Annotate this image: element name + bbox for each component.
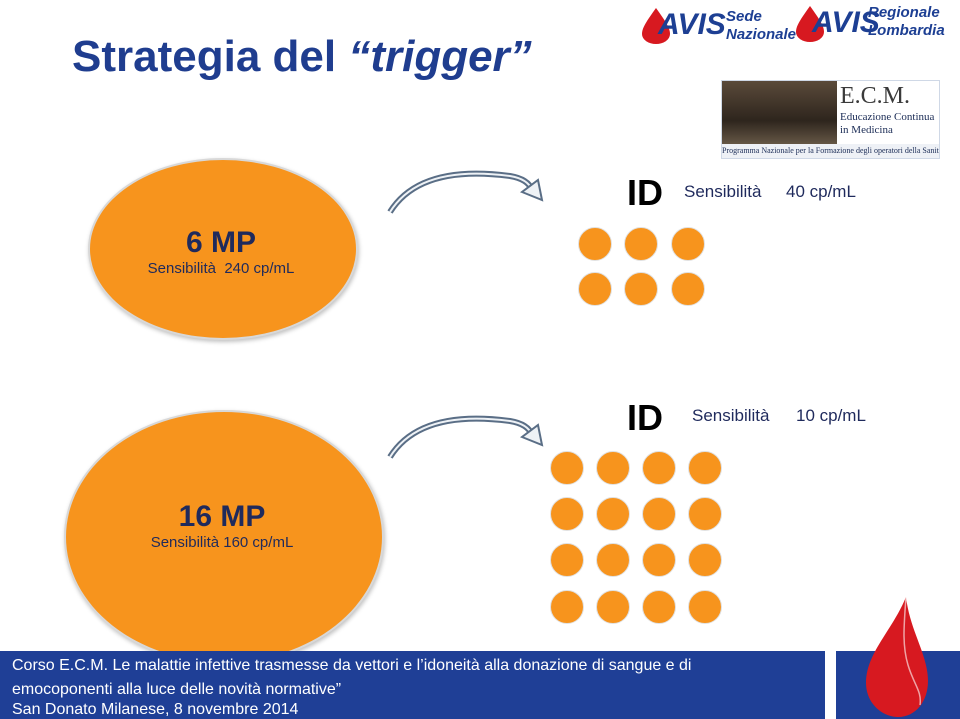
pool-dot	[642, 590, 676, 624]
pool-dot	[624, 227, 658, 261]
footer-line2: emocoponenti alla luce delle novità norm…	[12, 681, 342, 698]
page-title: Strategia del “trigger”	[72, 32, 532, 82]
pool-dot	[688, 497, 722, 531]
pool-dot	[550, 497, 584, 531]
ecm-painting-image	[722, 81, 837, 153]
ecm-logo: E.C.M. Educazione Continua in Medicina P…	[721, 80, 940, 159]
pool-dot	[624, 272, 658, 306]
blood-drop-icon	[866, 596, 928, 717]
ellipse-16mp	[64, 410, 384, 664]
id-top-sensitivity-value: 40 cp/mL	[786, 182, 856, 201]
mp-count: 6 MP	[185, 226, 257, 259]
title-italic: “trigger”	[348, 32, 532, 81]
pool-dot	[596, 590, 630, 624]
pool-dot	[578, 227, 612, 261]
ellipse-6mp-label: 6 MP Sensibilità 240 cp/mL	[88, 226, 354, 277]
id-bottom-sensitivity-label: Sensibilità	[692, 406, 770, 425]
pool-dot	[671, 272, 705, 306]
ecm-subtitle-line1: Educazione Continua	[840, 111, 935, 123]
avis-regionale-line2: Lombardia	[868, 22, 945, 39]
id-top: ID	[627, 172, 663, 213]
avis-regionale-line1: Regionale	[868, 4, 940, 21]
pool-dot	[550, 590, 584, 624]
pool-dot	[596, 451, 630, 485]
avis-brand: AVIS	[812, 6, 880, 39]
blood-drop-logo-icon	[796, 6, 824, 42]
pool-dot	[550, 451, 584, 485]
avis-regionale-lombardia-logo: AVIS Regionale Lombardia	[790, 4, 950, 46]
mp-count: 16 MP	[178, 500, 266, 533]
pool-dot	[550, 543, 584, 577]
curved-arrow-icon	[387, 170, 544, 214]
id-bottom: ID	[627, 397, 663, 438]
pool-dot	[642, 497, 676, 531]
pool-dot	[596, 543, 630, 577]
footer-line3: San Donato Milanese, 8 novembre 2014	[12, 701, 299, 718]
ecm-subtitle: Educazione Continua in Medicina	[840, 111, 936, 137]
footer-bar: Corso E.C.M. Le malattie infettive trasm…	[0, 651, 825, 719]
pool-dot	[578, 272, 612, 306]
avis-sede-line1: Sede	[726, 8, 762, 25]
pool-dot	[688, 590, 722, 624]
ellipse-6mp	[88, 158, 358, 340]
blood-drop-logo-icon	[642, 8, 670, 44]
ecm-subtitle-line2: in Medicina	[840, 124, 893, 136]
ellipse-16mp-label: 16 MP Sensibilità 160 cp/mL	[64, 500, 380, 551]
id-top-sensitivity-label: Sensibilità	[684, 182, 762, 201]
pool-dot	[642, 451, 676, 485]
pool-dot	[688, 451, 722, 485]
id-bottom-sensitivity-value: 10 cp/mL	[796, 406, 866, 425]
avis-sede-line2: Nazionale	[726, 26, 797, 43]
footer-line1: Corso E.C.M. Le malattie infettive trasm…	[12, 657, 692, 674]
pool-dot	[596, 497, 630, 531]
pool-dot	[642, 543, 676, 577]
curved-arrow-icon	[387, 415, 544, 459]
avis-brand: AVIS	[658, 8, 726, 41]
pool-dot	[688, 543, 722, 577]
pool-dot	[671, 227, 705, 261]
ecm-band-text: Programma Nazionale per la Formazione de…	[722, 144, 939, 158]
title-main: Strategia del	[72, 32, 349, 81]
mp-sensitivity: Sensibilità 240 cp/mL	[147, 260, 295, 277]
ecm-title: E.C.M.	[840, 83, 911, 109]
avis-sede-nazionale-logo: AVIS Sede Nazionale	[636, 6, 796, 46]
mp-sensitivity: Sensibilità 160 cp/mL	[150, 534, 294, 551]
